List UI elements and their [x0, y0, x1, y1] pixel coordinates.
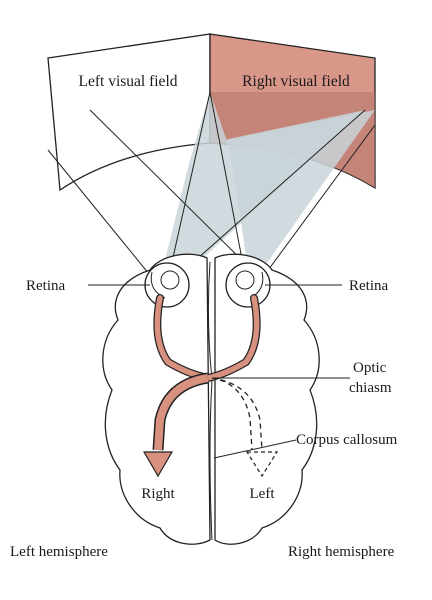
right-visual-field-label: Right visual field	[242, 73, 350, 90]
left-field-tract-dashed	[211, 377, 263, 451]
optic-chiasm-label-2: chiasm	[349, 380, 392, 396]
left-arrow-label: Left	[250, 486, 276, 502]
left-visual-field-label: Left visual field	[79, 73, 178, 90]
left-visual-field	[47, 33, 211, 192]
corpus-callosum-label: Corpus callosum	[296, 432, 398, 448]
right-arrowhead	[142, 451, 174, 478]
left-arrowhead-dashed	[245, 451, 279, 478]
optic-chiasm-label-1: Optic	[353, 360, 387, 376]
brain-outline	[102, 253, 320, 545]
right-hemisphere-label: Right hemisphere	[288, 544, 395, 560]
right-hemisphere-outline	[214, 253, 320, 545]
projection-cones	[162, 92, 375, 288]
left-hemisphere-label: Left hemisphere	[10, 544, 108, 560]
right-eye	[225, 262, 271, 308]
right-arrow-label: Right	[141, 486, 175, 502]
retina-right-label: Retina	[349, 278, 388, 294]
leader-lines	[88, 284, 350, 459]
left-eye	[144, 262, 190, 308]
retina-left-label: Retina	[26, 278, 65, 294]
right-eye-cone	[210, 92, 375, 282]
optic-pathways	[142, 294, 279, 478]
left-hemisphere-outline	[102, 253, 211, 545]
